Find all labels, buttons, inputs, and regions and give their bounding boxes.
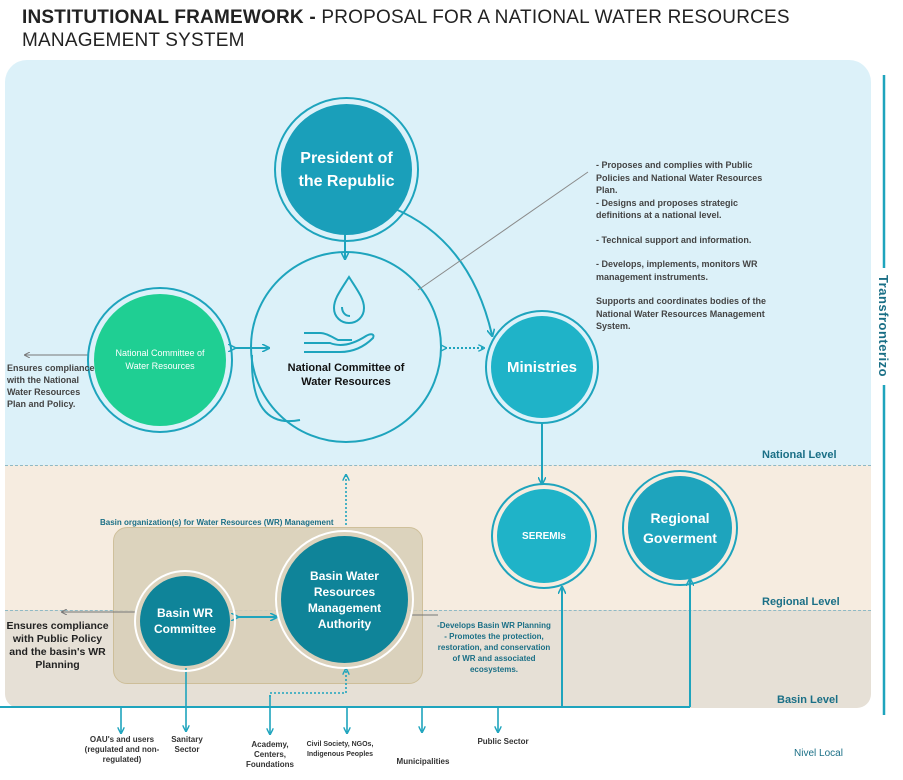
- local-level-label: Nivel Local: [794, 748, 843, 759]
- basin-authority-node: Basin Water Resources Management Authori…: [281, 536, 408, 663]
- regional-basin-divider: [5, 610, 871, 611]
- seremis-node: SEREMIs: [497, 489, 591, 583]
- basin-committee-ring: [134, 570, 236, 672]
- basin-authority-ring: [275, 530, 414, 669]
- left-compliance-note: Ensures compliance with the National Wat…: [7, 363, 95, 409]
- basin-organization-label: Basin organization(s) for Water Resource…: [100, 518, 334, 527]
- ministries-note-1: - Proposes and complies with Public Poli…: [596, 160, 763, 195]
- regional-ring: [622, 470, 738, 586]
- ncwr-left-ring: [87, 287, 233, 433]
- ministries-ring: [485, 310, 599, 424]
- regional-level-label: Regional Level: [762, 596, 840, 608]
- ministries-note-2: - Designs and proposes strategic definit…: [596, 197, 739, 221]
- stakeholder-civil-society: Civil Society, NGOs, Indigenous Peoples: [306, 741, 374, 758]
- president-node: President of the Republic: [281, 104, 412, 235]
- basin-authority-note-1: -Develops Basin WR Planning: [437, 621, 551, 630]
- stakeholder-sanitary: Sanitary Sector: [171, 735, 203, 754]
- title-line2: MANAGEMENT SYSTEM: [22, 30, 245, 51]
- ncwr-left-node: National Committee of Water Resources: [94, 294, 226, 426]
- water-hand-icon: [304, 275, 375, 353]
- national-level-label: National Level: [762, 449, 837, 461]
- stakeholder-public-sector: Public Sector: [477, 737, 529, 746]
- national-regional-divider: [5, 465, 871, 466]
- ministries-node: Ministries: [491, 316, 593, 418]
- ministries-note-3: - Technical support and information.: [596, 234, 752, 245]
- stakeholder-municipalities: Municipalities: [396, 757, 450, 766]
- ncwr-left-label: National Committee of Water Resources: [115, 348, 205, 371]
- regional-label: Regional Goverment: [643, 510, 717, 546]
- basin-level-label: Basin Level: [777, 694, 839, 706]
- basin-committee-node: Basin WR Committee: [140, 576, 230, 666]
- title-rest: PROPOSAL FOR A NATIONAL WATER RESOURCES: [315, 7, 790, 28]
- side-label: Transfronterizo: [876, 274, 891, 378]
- seremis-ring: [491, 483, 597, 589]
- page-title: INSTITUTIONAL FRAMEWORK - PROPOSAL FOR A…: [22, 6, 790, 52]
- basin-committee-label: Basin WR Committee: [153, 606, 216, 636]
- basin-authority-notes: -Develops Basin WR Planning - Promotes t…: [436, 620, 552, 675]
- stakeholder-academy: Academy, Centers, Foundations: [246, 740, 294, 769]
- basin-authority-label: Basin Water Resources Management Authori…: [307, 568, 382, 631]
- title-bold: INSTITUTIONAL FRAMEWORK -: [22, 7, 316, 28]
- ministries-note-4: - Develops, implements, monitors WR mana…: [596, 259, 758, 282]
- president-ring: [274, 97, 419, 242]
- ministries-note-5: Supports and coordinates bodies of the N…: [596, 296, 767, 331]
- basin-compliance-note: Ensures compliance with Public Policy an…: [6, 620, 109, 671]
- basin-authority-note-2: - Promotes the protection, restoration, …: [437, 632, 551, 674]
- seremis-label: SEREMIs: [522, 530, 566, 542]
- ministries-label: Ministries: [506, 358, 578, 376]
- regional-node: Regional Goverment: [628, 476, 732, 580]
- stakeholder-oau: OAU's and users (regulated and non-regul…: [84, 735, 160, 764]
- ncwr-center-label: National Committee of Water Resources: [287, 362, 405, 388]
- president-label: President of the Republic: [298, 149, 395, 190]
- ministries-notes: - Proposes and complies with Public Poli…: [596, 159, 786, 333]
